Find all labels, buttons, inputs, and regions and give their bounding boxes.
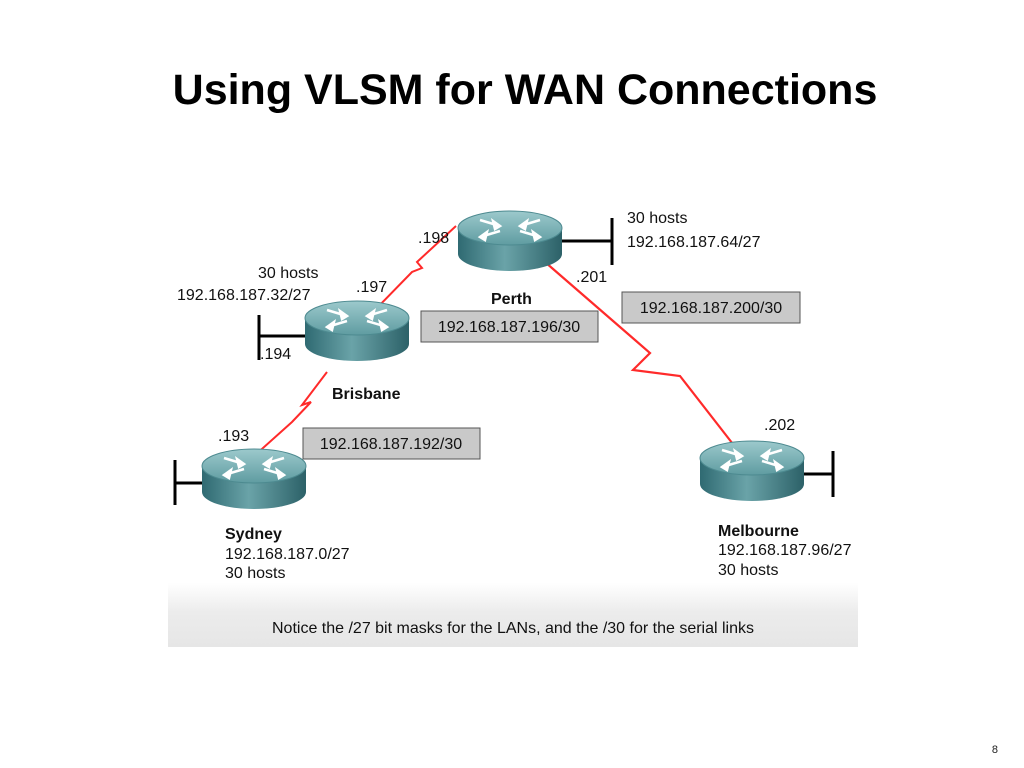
subnet-box-perth-brisbane: 192.168.187.196/30 <box>420 310 599 343</box>
brisbane-lan-addr: .194 <box>260 346 291 363</box>
melbourne-lan-hosts: 30 hosts <box>718 562 778 579</box>
subnet-box-brisbane-sydney: 192.168.187.192/30 <box>302 427 481 460</box>
svg-text:192.168.187.200/30: 192.168.187.200/30 <box>640 300 782 317</box>
perth-serial-addr-198: .198 <box>418 230 449 247</box>
svg-text:192.168.187.192/30: 192.168.187.192/30 <box>320 436 462 453</box>
router-melbourne-name: Melbourne <box>718 523 799 540</box>
perth-lan-subnet: 192.168.187.64/27 <box>627 234 761 251</box>
lan-segment-sydney <box>173 460 202 505</box>
serial-link-perth-melbourne <box>544 261 737 449</box>
router-perth-name: Perth <box>491 291 532 308</box>
sydney-lan-hosts: 30 hosts <box>225 565 285 582</box>
subnet-box-perth-melbourne: 192.168.187.200/30 <box>621 291 801 324</box>
router-perth-icon <box>456 209 564 273</box>
sydney-lan-subnet: 192.168.187.0/27 <box>225 546 350 563</box>
lan-segment-melbourne <box>804 451 835 497</box>
melbourne-lan-subnet: 192.168.187.96/27 <box>718 542 852 559</box>
lan-segment-brisbane <box>257 315 306 360</box>
brisbane-serial-addr-197: .197 <box>356 279 387 296</box>
page-number: 8 <box>991 744 998 756</box>
router-brisbane-name: Brisbane <box>332 386 401 403</box>
router-sydney-name: Sydney <box>225 526 282 543</box>
serial-link-brisbane-sydney <box>243 371 328 466</box>
perth-lan-hosts: 30 hosts <box>627 210 687 227</box>
router-brisbane-icon <box>303 299 411 363</box>
slide-title: Using VLSM for WAN Connections <box>172 66 878 114</box>
brisbane-lan-subnet: 192.168.187.32/27 <box>177 287 311 304</box>
perth-serial-addr-201: .201 <box>576 269 607 286</box>
caption-band <box>168 583 858 647</box>
svg-text:192.168.187.196/30: 192.168.187.196/30 <box>438 319 580 336</box>
sydney-serial-addr-193: .193 <box>218 428 249 445</box>
router-melbourne-icon <box>698 439 806 503</box>
router-sydney-icon <box>200 447 308 511</box>
diagram-caption: Notice the /27 bit masks for the LANs, a… <box>271 620 754 637</box>
melbourne-serial-addr-202: .202 <box>764 417 795 434</box>
serial-link-perth-brisbane <box>374 225 457 311</box>
lan-segment-perth <box>560 218 614 265</box>
brisbane-lan-hosts: 30 hosts <box>258 265 318 282</box>
